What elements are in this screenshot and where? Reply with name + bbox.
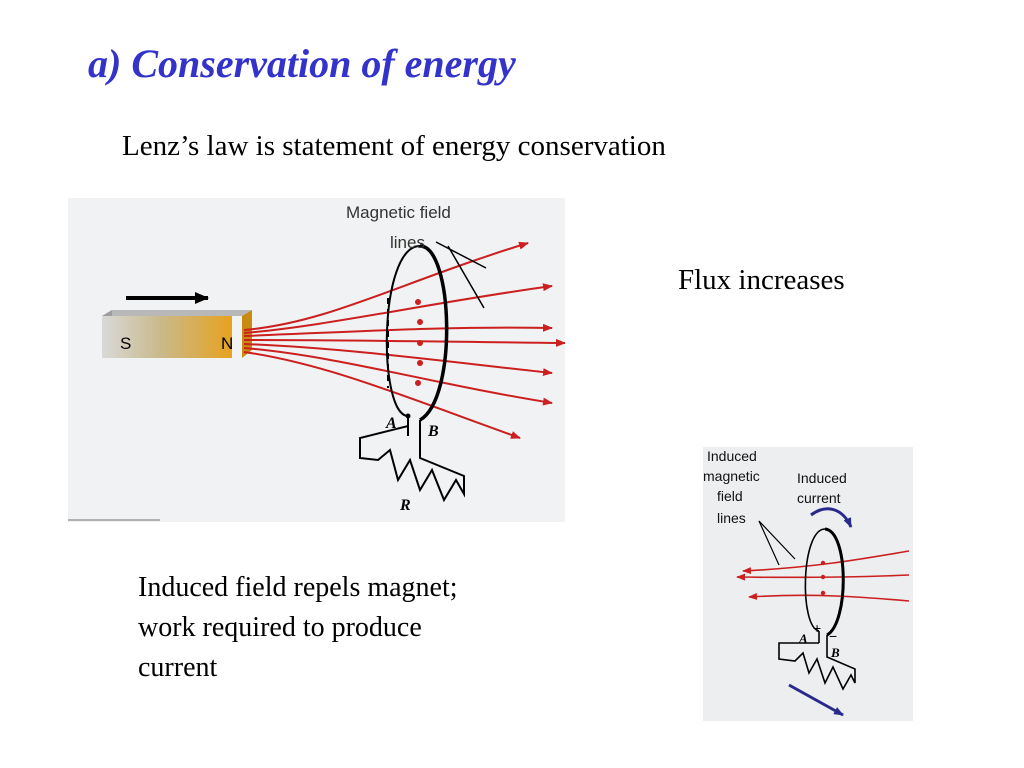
induced-field-label-1: Induced [707, 448, 757, 464]
field-line [243, 323, 553, 337]
figure2-background [703, 447, 913, 721]
fig2-resistor [778, 642, 856, 691]
field-label-line1: Magnetic field [346, 203, 451, 222]
bar-magnet: S N [102, 310, 252, 358]
flux-increases-text: Flux increases [678, 264, 845, 296]
induced-current-arrow [810, 507, 853, 528]
magnet-loop-figure: S N Magnetic field line [68, 198, 565, 522]
field-line [243, 283, 553, 334]
field-line [243, 338, 565, 347]
field-line [243, 241, 529, 331]
fig2-terminal-a: A [798, 631, 808, 646]
magnet-s-label: S [120, 334, 131, 353]
field-line [243, 347, 553, 406]
slide-subtitle: Lenz’s law is statement of energy conser… [122, 130, 666, 162]
induced-field-label-3: field [717, 488, 743, 504]
induced-wire-loop [804, 527, 845, 643]
induced-text-line-3: current [138, 652, 218, 683]
induced-field-line [748, 593, 910, 602]
minus-sign: − [829, 628, 837, 644]
slide-title: a) Conservation of energy [88, 41, 516, 86]
terminal-a-label: A [385, 415, 397, 432]
field-label-line2: lines [390, 233, 425, 252]
induced-current-label-1: Induced [797, 470, 847, 486]
field-line-dots [415, 299, 423, 386]
field-line [243, 351, 521, 439]
resistor [359, 424, 465, 503]
magnetic-field-lines [243, 241, 565, 439]
induced-field-text: Induced field repels magnet; work requir… [138, 568, 558, 688]
induced-field-label-4: lines [717, 510, 746, 526]
fig2-terminal-b: B [830, 645, 840, 660]
figure1-background [68, 198, 565, 522]
induced-current-label-2: current [797, 490, 841, 506]
induced-field-line [736, 573, 910, 581]
field-line [243, 343, 553, 377]
plus-sign: + [813, 620, 821, 636]
induced-field-figure: Induced magnetic field lines Induced cur… [703, 447, 913, 721]
induced-text-line-2: work required to produce [138, 612, 422, 643]
terminal-b-label: B [427, 423, 439, 440]
resistor-label: R [399, 497, 411, 514]
induced-text-line-1: Induced field repels magnet; [138, 572, 458, 603]
resistor-current-arrow [788, 683, 844, 717]
wire-loop [385, 244, 449, 436]
magnet-n-label: N [221, 334, 233, 353]
induced-field-label-2: magnetic [703, 468, 760, 484]
